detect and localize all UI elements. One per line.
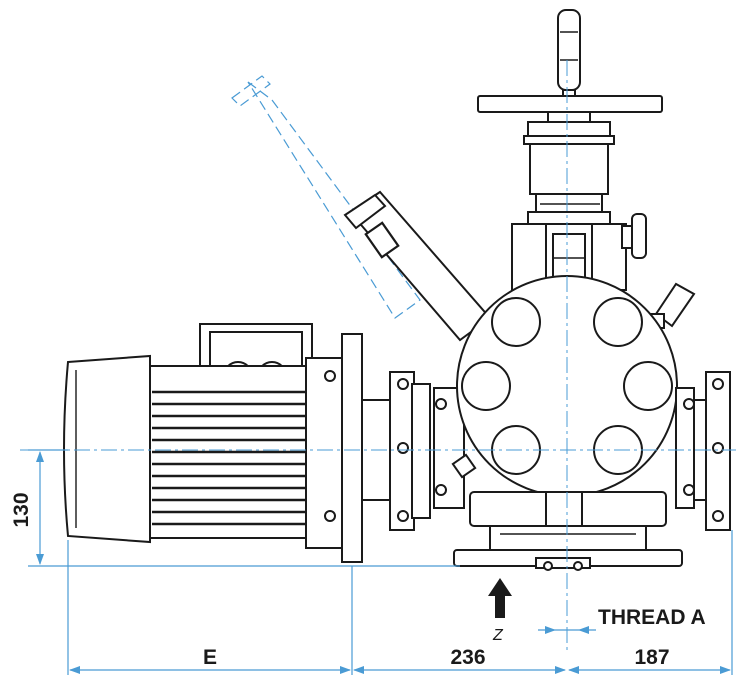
dimension-e: E	[69, 646, 351, 674]
extension-lines	[67, 530, 733, 675]
view-arrow-icon	[488, 578, 512, 618]
dimension-236: 236	[353, 646, 566, 674]
dim-e-label: E	[203, 646, 217, 669]
dim-187-label: 187	[634, 646, 669, 669]
motor-pump-adapter	[361, 371, 431, 531]
thread-a-label: THREAD A	[598, 606, 706, 629]
inclined-inlet-pipe	[343, 190, 492, 342]
pump-base	[453, 491, 683, 571]
motor-cooling-fins	[152, 390, 308, 526]
dimension-height: 130	[10, 449, 460, 567]
center-lines	[20, 60, 736, 650]
handwheel-assembly	[477, 9, 663, 225]
dimension-187: 187	[568, 646, 731, 674]
electric-motor	[63, 323, 363, 563]
view-z-arrow: Z	[488, 578, 512, 644]
dim-236-label: 236	[450, 646, 485, 669]
alternate-pipe-position	[231, 75, 421, 319]
thread-a-callout: THREAD A	[538, 606, 706, 634]
view-z-label: Z	[492, 627, 504, 644]
dim-130-label: 130	[10, 492, 33, 527]
